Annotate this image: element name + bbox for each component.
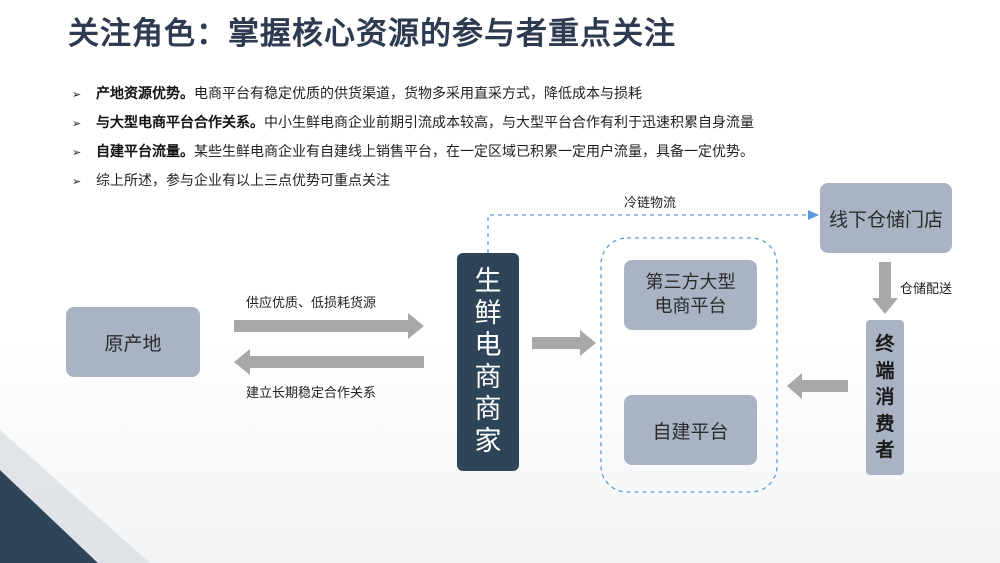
bullet-list: ➢ 产地资源优势。电商平台有稳定优质的供货渠道，货物多采用直采方式，降低成本与损耗… xyxy=(72,80,972,196)
consumer-to-platform-arrow xyxy=(787,373,848,399)
seller-char: 商 xyxy=(474,393,502,425)
bullet-bold: 与大型电商平台合作关系。 xyxy=(96,115,264,131)
consumer-char: 费 xyxy=(875,412,895,435)
relationship-label: 建立长期稳定合作关系 xyxy=(246,386,377,401)
page-title: 关注角色：掌握核心资源的参与者重点关注 xyxy=(68,16,676,52)
bullet-text: 电商平台有稳定优质的供货渠道，货物多采用直采方式，降低成本与损耗 xyxy=(194,86,642,102)
third-party-platform-node: 第三方大型电商平台 xyxy=(624,260,757,330)
bullet-text: 某些生鲜电商企业有自建线上销售平台，在一定区域已积累一定用户流量，具备一定优势。 xyxy=(194,144,754,160)
consumer-node: 终 端 消 费 者 xyxy=(866,320,904,475)
consumer-char: 者 xyxy=(875,439,895,462)
bullet-item: ➢ 产地资源优势。电商平台有稳定优质的供货渠道，货物多采用直采方式，降低成本与损耗 xyxy=(72,80,972,109)
consumer-char: 终 xyxy=(875,333,895,356)
platform-group-outline xyxy=(600,237,778,493)
origin-node: 原产地 xyxy=(66,307,200,377)
seller-char: 生 xyxy=(474,266,502,298)
arrow-bullet-icon: ➢ xyxy=(72,88,82,101)
supply-label: 供应优质、低损耗货源 xyxy=(246,296,377,311)
seller-node: 生 鲜 电 商 商 家 xyxy=(457,253,519,471)
cold-chain-label: 冷链物流 xyxy=(624,196,677,211)
arrow-bullet-icon: ➢ xyxy=(72,146,82,159)
bullet-bold: 自建平台流量。 xyxy=(96,144,194,160)
seller-char: 电 xyxy=(474,330,502,362)
bullet-text: 中小生鲜电商企业前期引流成本较高，与大型平台合作有利于迅速积累自身流量 xyxy=(264,115,754,131)
cold-chain-line xyxy=(487,214,810,253)
bullet-bold: 产地资源优势。 xyxy=(96,86,194,102)
self-built-platform-node: 自建平台 xyxy=(624,395,757,465)
warehouse-label: 仓储配送 xyxy=(900,282,953,297)
seller-char: 鲜 xyxy=(474,298,502,330)
bullet-item: ➢ 综上所述，参与企业有以上三点优势可重点关注 xyxy=(72,167,972,196)
bullet-text: 综上所述，参与企业有以上三点优势可重点关注 xyxy=(96,173,390,189)
cold-chain-arrowhead xyxy=(808,210,819,220)
consumer-char: 端 xyxy=(875,359,895,382)
arrow-bullet-icon: ➢ xyxy=(72,175,82,188)
warehouse-arrow xyxy=(872,262,898,314)
seller-char: 商 xyxy=(474,362,502,393)
consumer-char: 消 xyxy=(875,386,895,409)
arrow-bullet-icon: ➢ xyxy=(72,117,82,130)
seller-to-platform-arrow xyxy=(532,330,596,356)
seller-char: 家 xyxy=(474,425,502,457)
bullet-item: ➢ 与大型电商平台合作关系。中小生鲜电商企业前期引流成本较高，与大型平台合作有利于… xyxy=(72,109,972,138)
supply-arrow xyxy=(234,313,424,339)
relationship-arrow xyxy=(234,349,424,375)
offline-store-node: 线下仓储门店 xyxy=(820,183,952,253)
bullet-item: ➢ 自建平台流量。某些生鲜电商企业有自建线上销售平台，在一定区域已积累一定用户流量… xyxy=(72,138,972,167)
corner-decoration-light xyxy=(0,430,150,563)
